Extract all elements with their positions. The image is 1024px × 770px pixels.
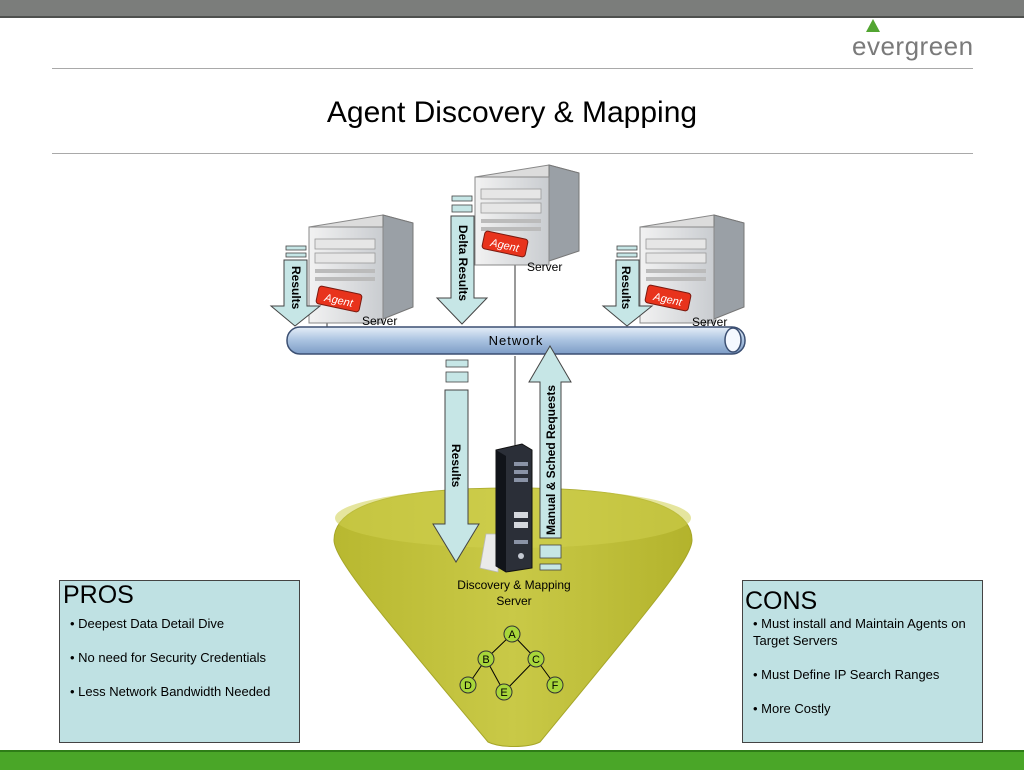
server-tower-center (474, 164, 580, 266)
svg-text:E: E (500, 687, 507, 699)
tree-node: D (459, 676, 477, 694)
pros-item: • Less Network Bandwidth Needed (70, 684, 271, 699)
agent-badge-center: Agent (481, 230, 529, 258)
server-tower-left (308, 214, 414, 324)
discovery-server-label: Discovery & Mapping (457, 578, 570, 592)
svg-text:A: A (508, 629, 516, 641)
cons-heading: CONS (745, 587, 818, 615)
top-bar (0, 0, 1024, 18)
tree-node: C (527, 650, 545, 668)
discovery-server-label: Server (496, 594, 531, 608)
server-label-center: Server (527, 260, 562, 274)
agent-badge-left: Agent (315, 285, 363, 313)
arrow-label: Manual & Sched Requests (544, 385, 558, 535)
header-rule (52, 68, 973, 69)
pros-item: • No need for Security Credentials (70, 650, 267, 665)
arrow-label: Results (619, 266, 633, 310)
server-tower-right (639, 214, 745, 324)
svg-text:C: C (532, 654, 540, 666)
discovery-server-tower (479, 443, 533, 573)
pros-box: PROS • Deepest Data Detail Dive • No nee… (59, 580, 300, 743)
requests-arrow-up: Manual & Sched Requests (528, 345, 572, 571)
cons-item: • Must install and Maintain Agents on Ta… (753, 616, 966, 648)
server-label-left: Server (362, 314, 397, 328)
svg-text:F: F (552, 680, 559, 692)
svg-text:B: B (482, 654, 489, 666)
pros-item: • Deepest Data Detail Dive (70, 616, 225, 631)
slide-title: Agent Discovery & Mapping (326, 96, 698, 129)
cons-item: • Must Define IP Search Ranges (753, 667, 940, 682)
network-label: Network (489, 333, 544, 348)
svg-text:D: D (464, 680, 472, 692)
tree-node: A (503, 625, 521, 643)
server-label-right: Server (692, 315, 727, 329)
bottom-bar (0, 750, 1024, 770)
tree-node: B (477, 650, 495, 668)
leaf-icon (866, 19, 880, 32)
results-arrow-right: Results (601, 245, 654, 327)
pros-heading: PROS (63, 581, 134, 609)
evergreen-logo: evergreen (852, 31, 974, 61)
arrow-label: Results (449, 444, 463, 488)
arrow-label: Results (289, 266, 303, 310)
cons-item: • More Costly (753, 701, 831, 716)
title-rule (52, 153, 973, 154)
arrow-label: Delta Results (456, 225, 470, 301)
network-pipe: Network (286, 326, 746, 355)
tree-node: F (546, 676, 564, 694)
results-arrow-left: Results (269, 245, 322, 327)
tree-node: E (495, 683, 513, 701)
results-arrow-down: Results (432, 359, 480, 563)
delta-results-arrow: Delta Results (435, 195, 489, 325)
agent-badge-right: Agent (644, 284, 692, 312)
cons-box: CONS • Must install and Maintain Agents … (742, 580, 983, 743)
